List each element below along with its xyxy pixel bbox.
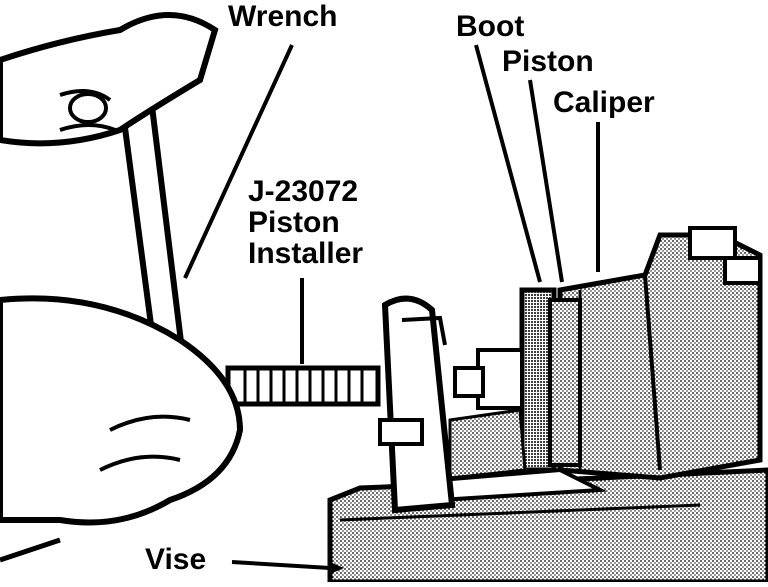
upper-hand — [0, 12, 219, 147]
label-vise: Vise — [145, 543, 207, 576]
leader-piston — [528, 79, 564, 283]
leader-wrench — [183, 44, 294, 279]
leader-boot — [474, 44, 542, 283]
label-tool-number: J-23072 — [248, 175, 359, 208]
label-boot: Boot — [456, 10, 525, 43]
label-piston-installer: J-23072 Piston Installer — [248, 176, 363, 269]
leader-vise — [231, 560, 344, 574]
piston-ring — [548, 298, 582, 467]
lower-hand — [0, 295, 244, 563]
label-tool-installer: Installer — [248, 237, 364, 270]
vise-jaw — [378, 295, 456, 514]
label-piston: Piston — [502, 45, 594, 78]
label-caliper: Caliper — [553, 86, 655, 119]
label-tool-piston: Piston — [248, 206, 340, 239]
label-wrench: Wrench — [228, 0, 338, 33]
piston-installer-tool — [225, 365, 485, 407]
caliper-body — [557, 226, 763, 481]
